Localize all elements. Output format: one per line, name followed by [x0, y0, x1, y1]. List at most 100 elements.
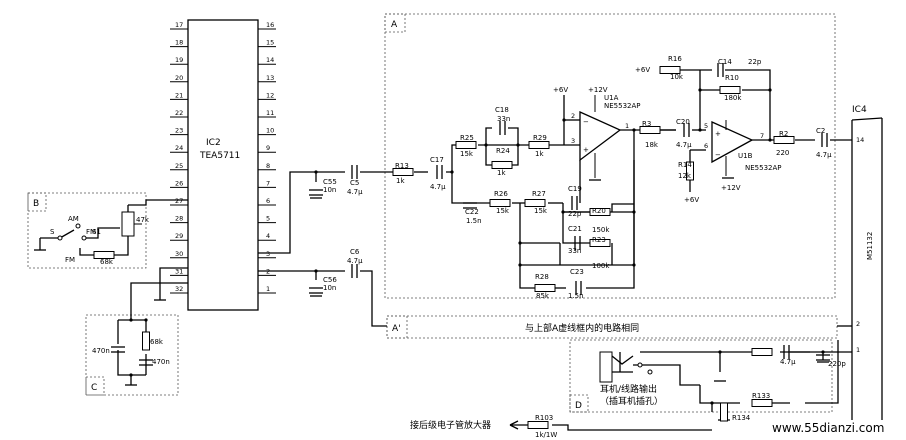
component-r14-value: 12k	[678, 172, 692, 180]
component-r24-ref: R24	[496, 147, 510, 155]
component-c17-value: 4.7μ	[430, 183, 446, 191]
component-c220p-value: 220p	[828, 360, 846, 368]
u1b-pin6: 6	[704, 142, 708, 150]
component-r29-value: 1k	[535, 150, 544, 158]
component-c22-value: 1.5n	[466, 217, 482, 225]
component-c47d: 4.7μ	[780, 345, 796, 366]
ic2-pin-12: 12	[266, 91, 274, 99]
component-c470b: 470n	[139, 358, 170, 366]
component-r16: R16 10k	[659, 55, 684, 81]
component-r28-value: 85k	[536, 292, 550, 300]
ic2-pin-16: 16	[266, 21, 274, 29]
ic4-chip: IC4 M51132 14 2 1	[851, 105, 883, 420]
ic2-pin-18: 18	[175, 39, 183, 47]
component-c18-value: 33n	[497, 115, 510, 123]
component-r26-ref: R26	[494, 190, 508, 198]
component-c5-ref: C5	[350, 179, 359, 187]
component-c6: C64.7μ	[347, 248, 363, 278]
component-c56-ref: C56	[323, 276, 337, 284]
ic2-pin-17: 17	[175, 21, 183, 29]
component-r23-value: 100k	[592, 262, 610, 270]
component-r68k-value: 68k	[100, 258, 114, 266]
r14-supply: +6V	[684, 196, 699, 204]
component-r2-ref: R2	[779, 130, 788, 138]
component-c14-ref: C14	[718, 58, 732, 66]
component-c55-ref: C55	[323, 178, 337, 186]
ic2-pin-20: 20	[175, 74, 183, 82]
component-r134: R134	[720, 402, 751, 422]
ic4-pin-2: 2	[856, 320, 860, 328]
component-r25-value: 15k	[460, 150, 474, 158]
frame-b: B	[27, 192, 147, 269]
component-r26: R26 15k	[489, 190, 511, 215]
wires-main	[39, 69, 852, 431]
component-r20-value: 150k	[592, 226, 610, 234]
ic2-pin-14: 14	[266, 56, 274, 64]
u1a-pin2: 2	[571, 112, 575, 120]
ic2-pin-9: 9	[266, 144, 270, 152]
ic2-pin-4: 4	[266, 232, 270, 240]
component-r68k: 68k	[93, 251, 115, 266]
ic4-pin-1: 1	[856, 346, 860, 354]
component-rD	[751, 348, 773, 356]
component-c5: C54.7μ	[347, 165, 363, 196]
ic2-pin-24: 24	[175, 144, 183, 152]
component-c6-ref: C6	[350, 248, 360, 256]
ic2-pin-3: 3	[266, 250, 270, 258]
component-c55-value: 10n	[323, 186, 336, 194]
u1a-part: NE5532AP	[604, 102, 640, 110]
component-r26-value: 15k	[496, 207, 510, 215]
output-arrow: 接后级电子管放大器	[410, 419, 519, 431]
switch-fm: FM	[86, 228, 96, 236]
component-c20-value: 4.7μ	[676, 141, 692, 149]
ic2-pin-13: 13	[266, 74, 274, 82]
component-c2-value: 4.7μ	[816, 151, 832, 159]
component-r103-value: 1k/1W	[535, 431, 557, 439]
component-r16-ref: R16	[668, 55, 682, 63]
component-c2: C24.7μ	[816, 127, 832, 159]
opamp-u1a: − + U1A NE5532AP 2 3 1	[571, 94, 640, 178]
ic2-pin-6: 6	[266, 197, 270, 205]
ic2-pin-27: 27	[175, 197, 183, 205]
component-r27-ref: R27	[532, 190, 546, 198]
u1a-pin3: 3	[571, 137, 575, 145]
u1b-label: U1B	[738, 152, 753, 160]
component-r29-ref: R29	[533, 134, 547, 142]
watermark: www.55dianzi.com	[772, 421, 884, 435]
component-r20-ref: R20	[592, 207, 606, 215]
ic2-pin-28: 28	[175, 215, 183, 223]
ic4-name: IC4	[852, 105, 867, 115]
ic2-part: TEA5711	[199, 151, 240, 161]
component-r47k: 47k	[136, 216, 150, 224]
component-r13-ref: R13	[395, 162, 409, 170]
component-c47d-value: 4.7μ	[780, 358, 796, 366]
frame-c-label: C	[91, 383, 97, 393]
u1b-pin7: 7	[760, 132, 764, 140]
component-c56-value: 10n	[323, 284, 336, 292]
component-r25-ref: R25	[460, 134, 474, 142]
component-r16-value: 10k	[670, 73, 684, 81]
component-c470b-value: 470n	[152, 358, 170, 366]
ic2-pin-29: 29	[175, 232, 183, 240]
output-label: 接后级电子管放大器	[410, 419, 491, 431]
opamp-u1b: + − U1B NE5532AP 5 6 7	[704, 120, 781, 176]
component-rc68k: 68k	[142, 331, 164, 351]
component-r47k-value: 47k	[136, 216, 150, 224]
frame-a2-text: 与上部A虚线框内的电路相同	[525, 322, 639, 334]
ic2-pin-32: 32	[175, 285, 183, 293]
ic2-pin-30: 30	[175, 250, 183, 258]
component-r133: R133	[751, 392, 773, 407]
ic2-pin-22: 22	[175, 109, 183, 117]
component-r23-ref: R23	[592, 236, 606, 244]
component-r134-ref: R134	[732, 414, 751, 422]
ic2-pin-19: 19	[175, 56, 183, 64]
u1a-vcc: +12V	[588, 86, 608, 94]
frame-d: D	[569, 339, 833, 413]
